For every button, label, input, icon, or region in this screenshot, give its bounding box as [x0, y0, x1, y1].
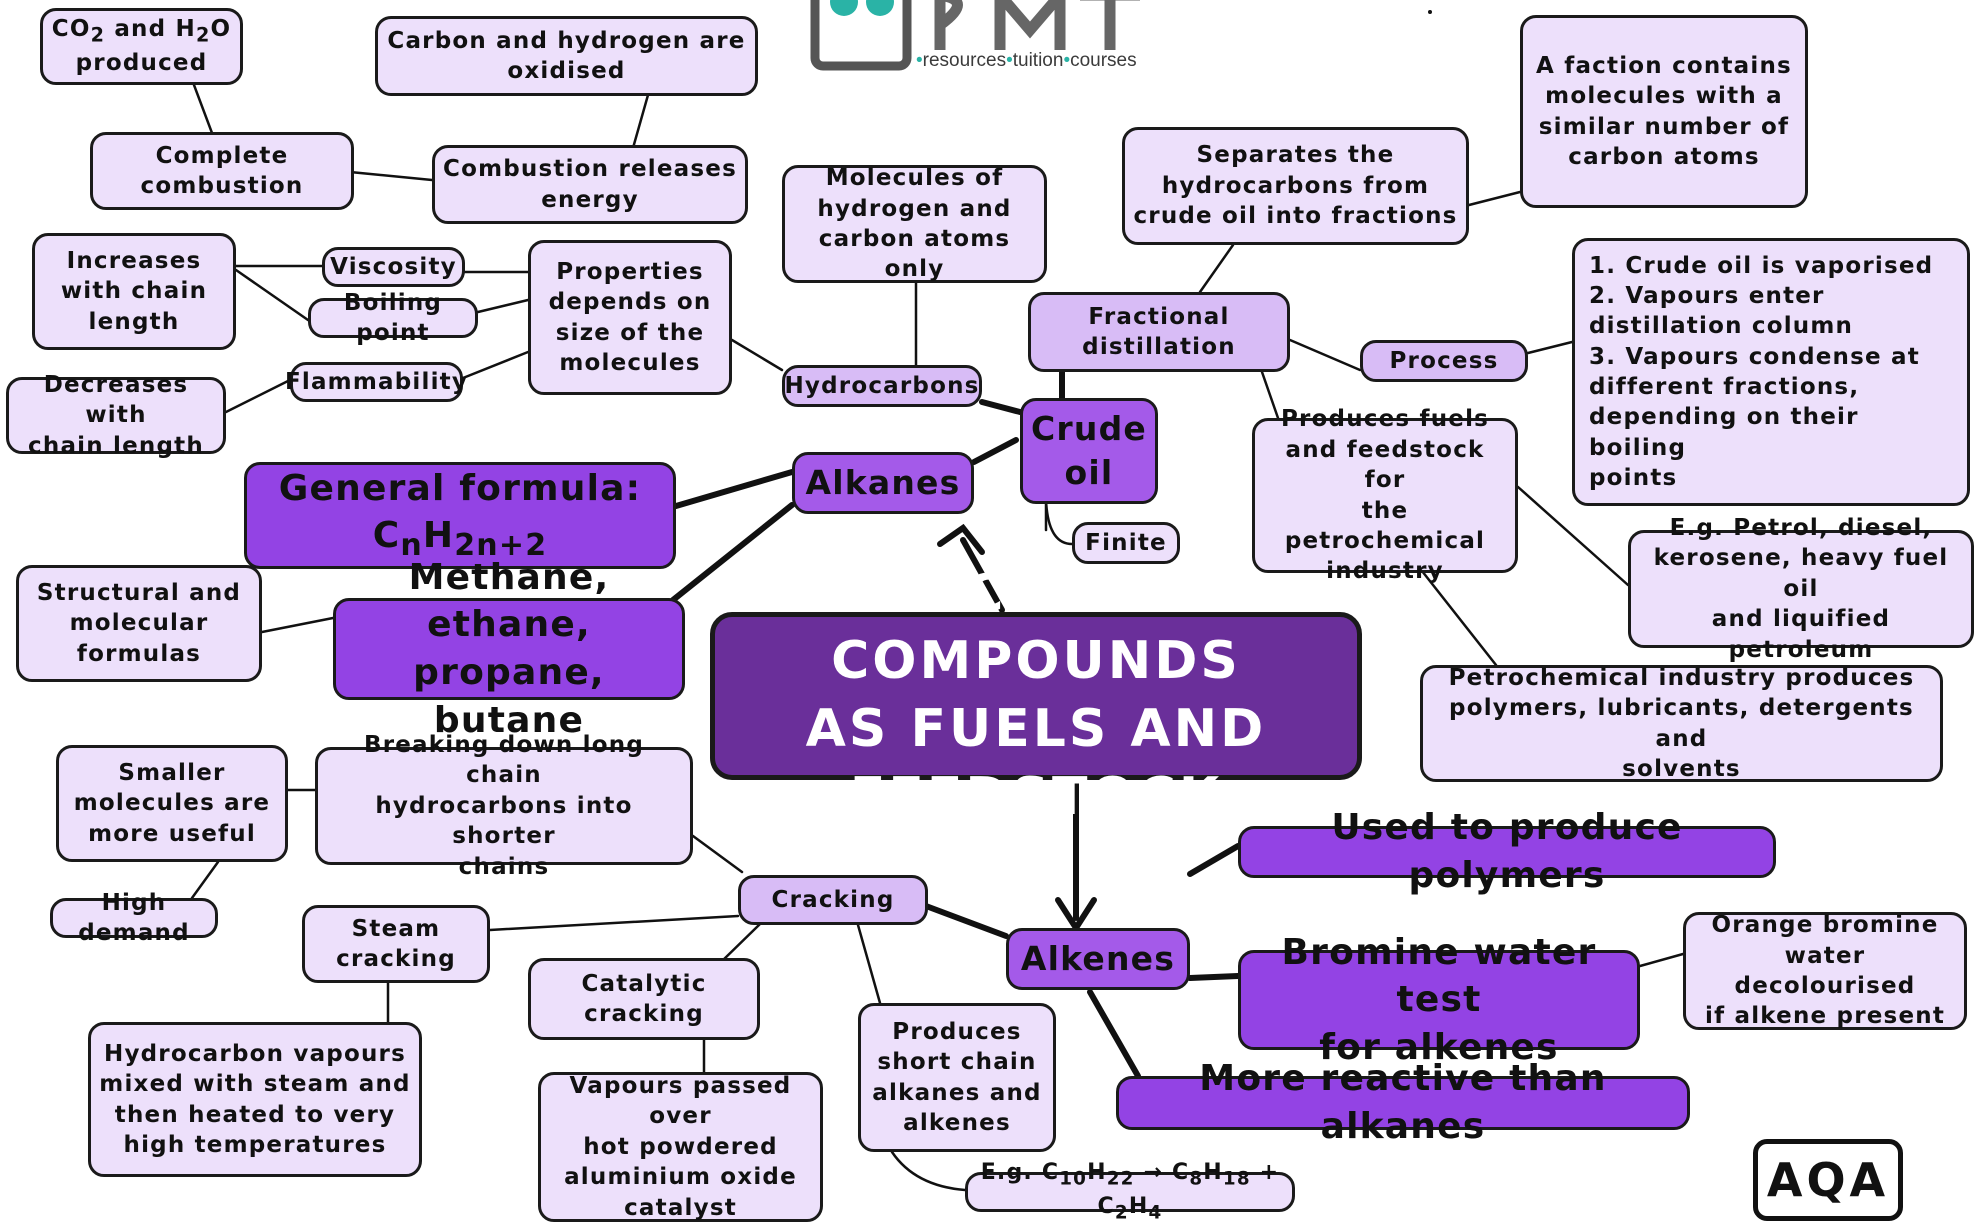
bromine-test-node: Bromine water test for alkenes	[1238, 932, 1640, 1068]
produces-short-chain-node: Produces short chain alkanes and alkenes	[858, 1003, 1056, 1152]
crude-oil-node: Crude oil	[1020, 398, 1158, 504]
cracking-definition-node: Breaking down long chain hydrocarbons in…	[315, 732, 693, 880]
fractional-distillation-node: Fractional distillation	[1028, 292, 1290, 372]
alkenes-node: Alkenes	[1006, 928, 1190, 990]
hydrocarbon-definition-node: Molecules of hydrogen and carbon atoms o…	[782, 165, 1047, 283]
structural-formulas-node: Structural and molecular formulas	[16, 565, 262, 682]
oxidised-node: Carbon and hydrogen are oxidised	[375, 16, 758, 96]
finite-node: Finite	[1072, 522, 1180, 564]
pmt-logo	[810, 0, 1140, 71]
catalytic-description-node: Vapours passed over hot powdered alumini…	[538, 1072, 823, 1222]
petrochemical-node: Petrochemical industry produces polymers…	[1420, 665, 1943, 782]
polymers-node: Used to produce polymers	[1238, 807, 1776, 896]
cracking-equation-node: E.g. C10H22 → C8H18 + C2H4	[965, 1160, 1295, 1223]
separates-node: Separates the hydrocarbons from crude oi…	[1122, 127, 1469, 245]
flammability-node: Flammability	[285, 362, 467, 402]
faction-node: A faction contains molecules with a simi…	[1520, 15, 1808, 208]
general-formula-node: General formula:CnH2n+2	[244, 462, 676, 569]
aqa-badge: AQA	[1753, 1139, 1903, 1221]
combustion-node: Combustion releases energy	[432, 145, 748, 224]
fuel-examples-node: E.g. Petrol, diesel, kerosene, heavy fue…	[1628, 515, 1974, 663]
hydrocarbons-node: Hydrocarbons	[782, 365, 982, 407]
boiling-point-node: Boiling point	[308, 290, 478, 346]
properties-node: Properties depends on size of the molecu…	[528, 240, 732, 395]
increases-node: Increases with chain length	[32, 233, 236, 350]
cracking-node: Cracking	[738, 875, 928, 925]
viscosity-node: Viscosity	[322, 247, 465, 287]
steam-description-node: Hydrocarbon vapours mixed with steam and…	[88, 1022, 422, 1177]
process-steps-node: 1. Crude oil is vaporised 2. Vapours ent…	[1572, 238, 1970, 506]
fuels-feedstock-node: Produces fuels and feedstock for the pet…	[1252, 406, 1518, 584]
alkanes-node: Alkanes	[792, 452, 974, 514]
decreases-node: Decreases with chain length	[6, 372, 226, 459]
smaller-molecules-node: Smaller molecules are more useful	[56, 745, 288, 862]
complete-combustion-node: Complete combustion	[90, 132, 354, 210]
logo-tagline: •resources•tuition•courses	[916, 50, 1137, 71]
process-node: Process	[1360, 340, 1528, 382]
more-reactive-node: More reactive than alkanes	[1116, 1058, 1690, 1147]
stray-dot	[1428, 10, 1432, 14]
bromine-result-node: Orange bromine water decolourised if alk…	[1683, 912, 1967, 1030]
high-demand-node: High demand	[50, 890, 218, 946]
alkane-examples-node: Methane, ethane, propane, butane	[333, 557, 685, 741]
steam-cracking-node: Steam cracking	[302, 905, 490, 983]
catalytic-cracking-node: Catalytic cracking	[528, 958, 760, 1040]
